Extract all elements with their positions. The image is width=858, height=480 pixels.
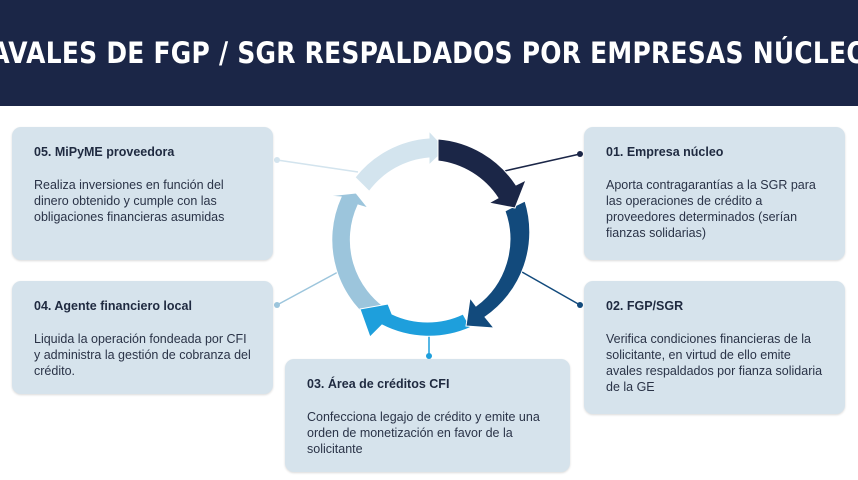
cycle-segment-04 xyxy=(327,192,390,328)
step-title-04: 04. Agente financiero local xyxy=(34,299,192,313)
cycle-segment-01 xyxy=(437,138,527,209)
cycle-segment-03 xyxy=(359,303,472,338)
step-text-01: Aporta contragarantías a la SGR para las… xyxy=(606,178,816,240)
connector-dot-04 xyxy=(274,302,280,308)
step-title-02: 02. FGP/SGR xyxy=(606,299,684,313)
step-text-03: Confecciona legajo de crédito y emite un… xyxy=(307,410,540,456)
step-card-01: 01. Empresa núcleo Aporta contragarantía… xyxy=(584,127,845,260)
connector-line-02 xyxy=(521,271,581,306)
step-card-04: 04. Agente financiero local Liquida la o… xyxy=(12,281,273,394)
connector-dot-03 xyxy=(426,353,432,359)
step-text-05: Realiza inversiones en función del diner… xyxy=(34,178,225,224)
step-title-05: 05. MiPyME proveedora xyxy=(34,145,175,159)
step-title-01: 01. Empresa núcleo xyxy=(606,145,724,159)
step-text-02: Verifica condiciones financieras de la s… xyxy=(606,332,823,394)
connector-line-04 xyxy=(276,271,339,306)
cycle-segment-02 xyxy=(465,200,531,329)
step-title-03: 03. Área de créditos CFI xyxy=(307,377,450,391)
connector-line-01 xyxy=(499,153,581,173)
connector-dot-02 xyxy=(577,302,583,308)
step-card-02: 02. FGP/SGR Verifica condiciones financi… xyxy=(584,281,845,414)
cycle-segment-05 xyxy=(354,129,447,193)
step-card-05: 05. MiPyME proveedora Realiza inversione… xyxy=(12,127,273,260)
connector-dot-01 xyxy=(577,151,583,157)
connector-line-05 xyxy=(276,159,359,173)
connector-dot-05 xyxy=(274,157,280,163)
header-banner: AVALES DE FGP / SGR RESPALDADOS POR EMPR… xyxy=(0,0,858,106)
page-title: AVALES DE FGP / SGR RESPALDADOS POR EMPR… xyxy=(0,36,858,70)
step-card-03: 03. Área de créditos CFI Confecciona leg… xyxy=(285,359,570,472)
step-text-04: Liquida la operación fondeada por CFI y … xyxy=(34,332,251,378)
